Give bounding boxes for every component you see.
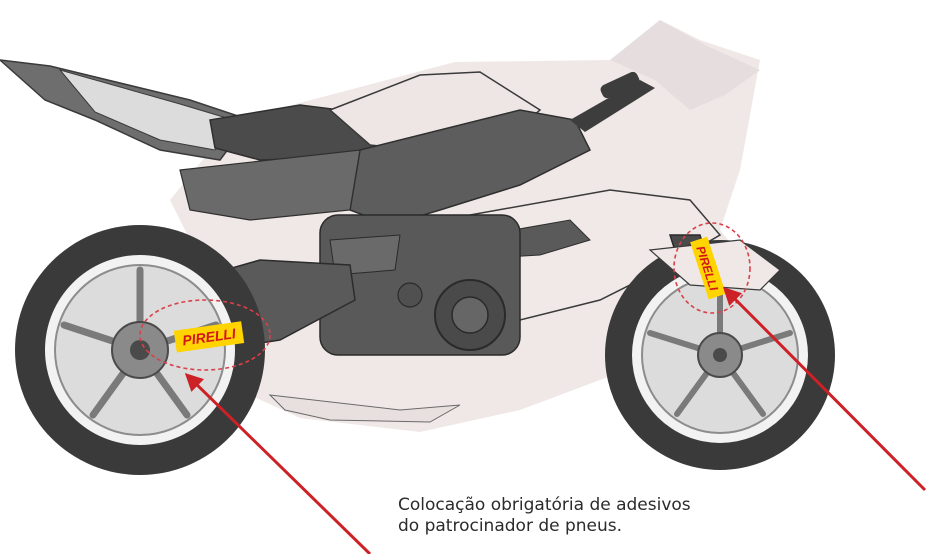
rear-arrow bbox=[184, 372, 372, 554]
clip-on bbox=[600, 71, 640, 99]
front-callout-circle bbox=[673, 222, 751, 314]
front-wheel bbox=[605, 240, 835, 470]
rear-sticker-text: PIRELLI bbox=[181, 325, 237, 348]
rear-sticker: PIRELLI bbox=[173, 321, 245, 353]
front-arrow bbox=[722, 286, 927, 492]
tail-section-light bbox=[58, 69, 241, 151]
subframe bbox=[179, 149, 361, 221]
windscreen bbox=[610, 20, 760, 110]
rear-callout-circle bbox=[139, 299, 271, 371]
handlebar bbox=[570, 80, 655, 132]
caption-line-1: Colocação obrigatória de adesivos bbox=[398, 495, 691, 515]
belly-pan bbox=[268, 394, 461, 423]
caption: Colocação obrigatória de adesivos do pat… bbox=[398, 495, 838, 537]
rear-wheel bbox=[15, 225, 265, 475]
caption-line-2: do patrocinador de pneus. bbox=[398, 516, 623, 536]
